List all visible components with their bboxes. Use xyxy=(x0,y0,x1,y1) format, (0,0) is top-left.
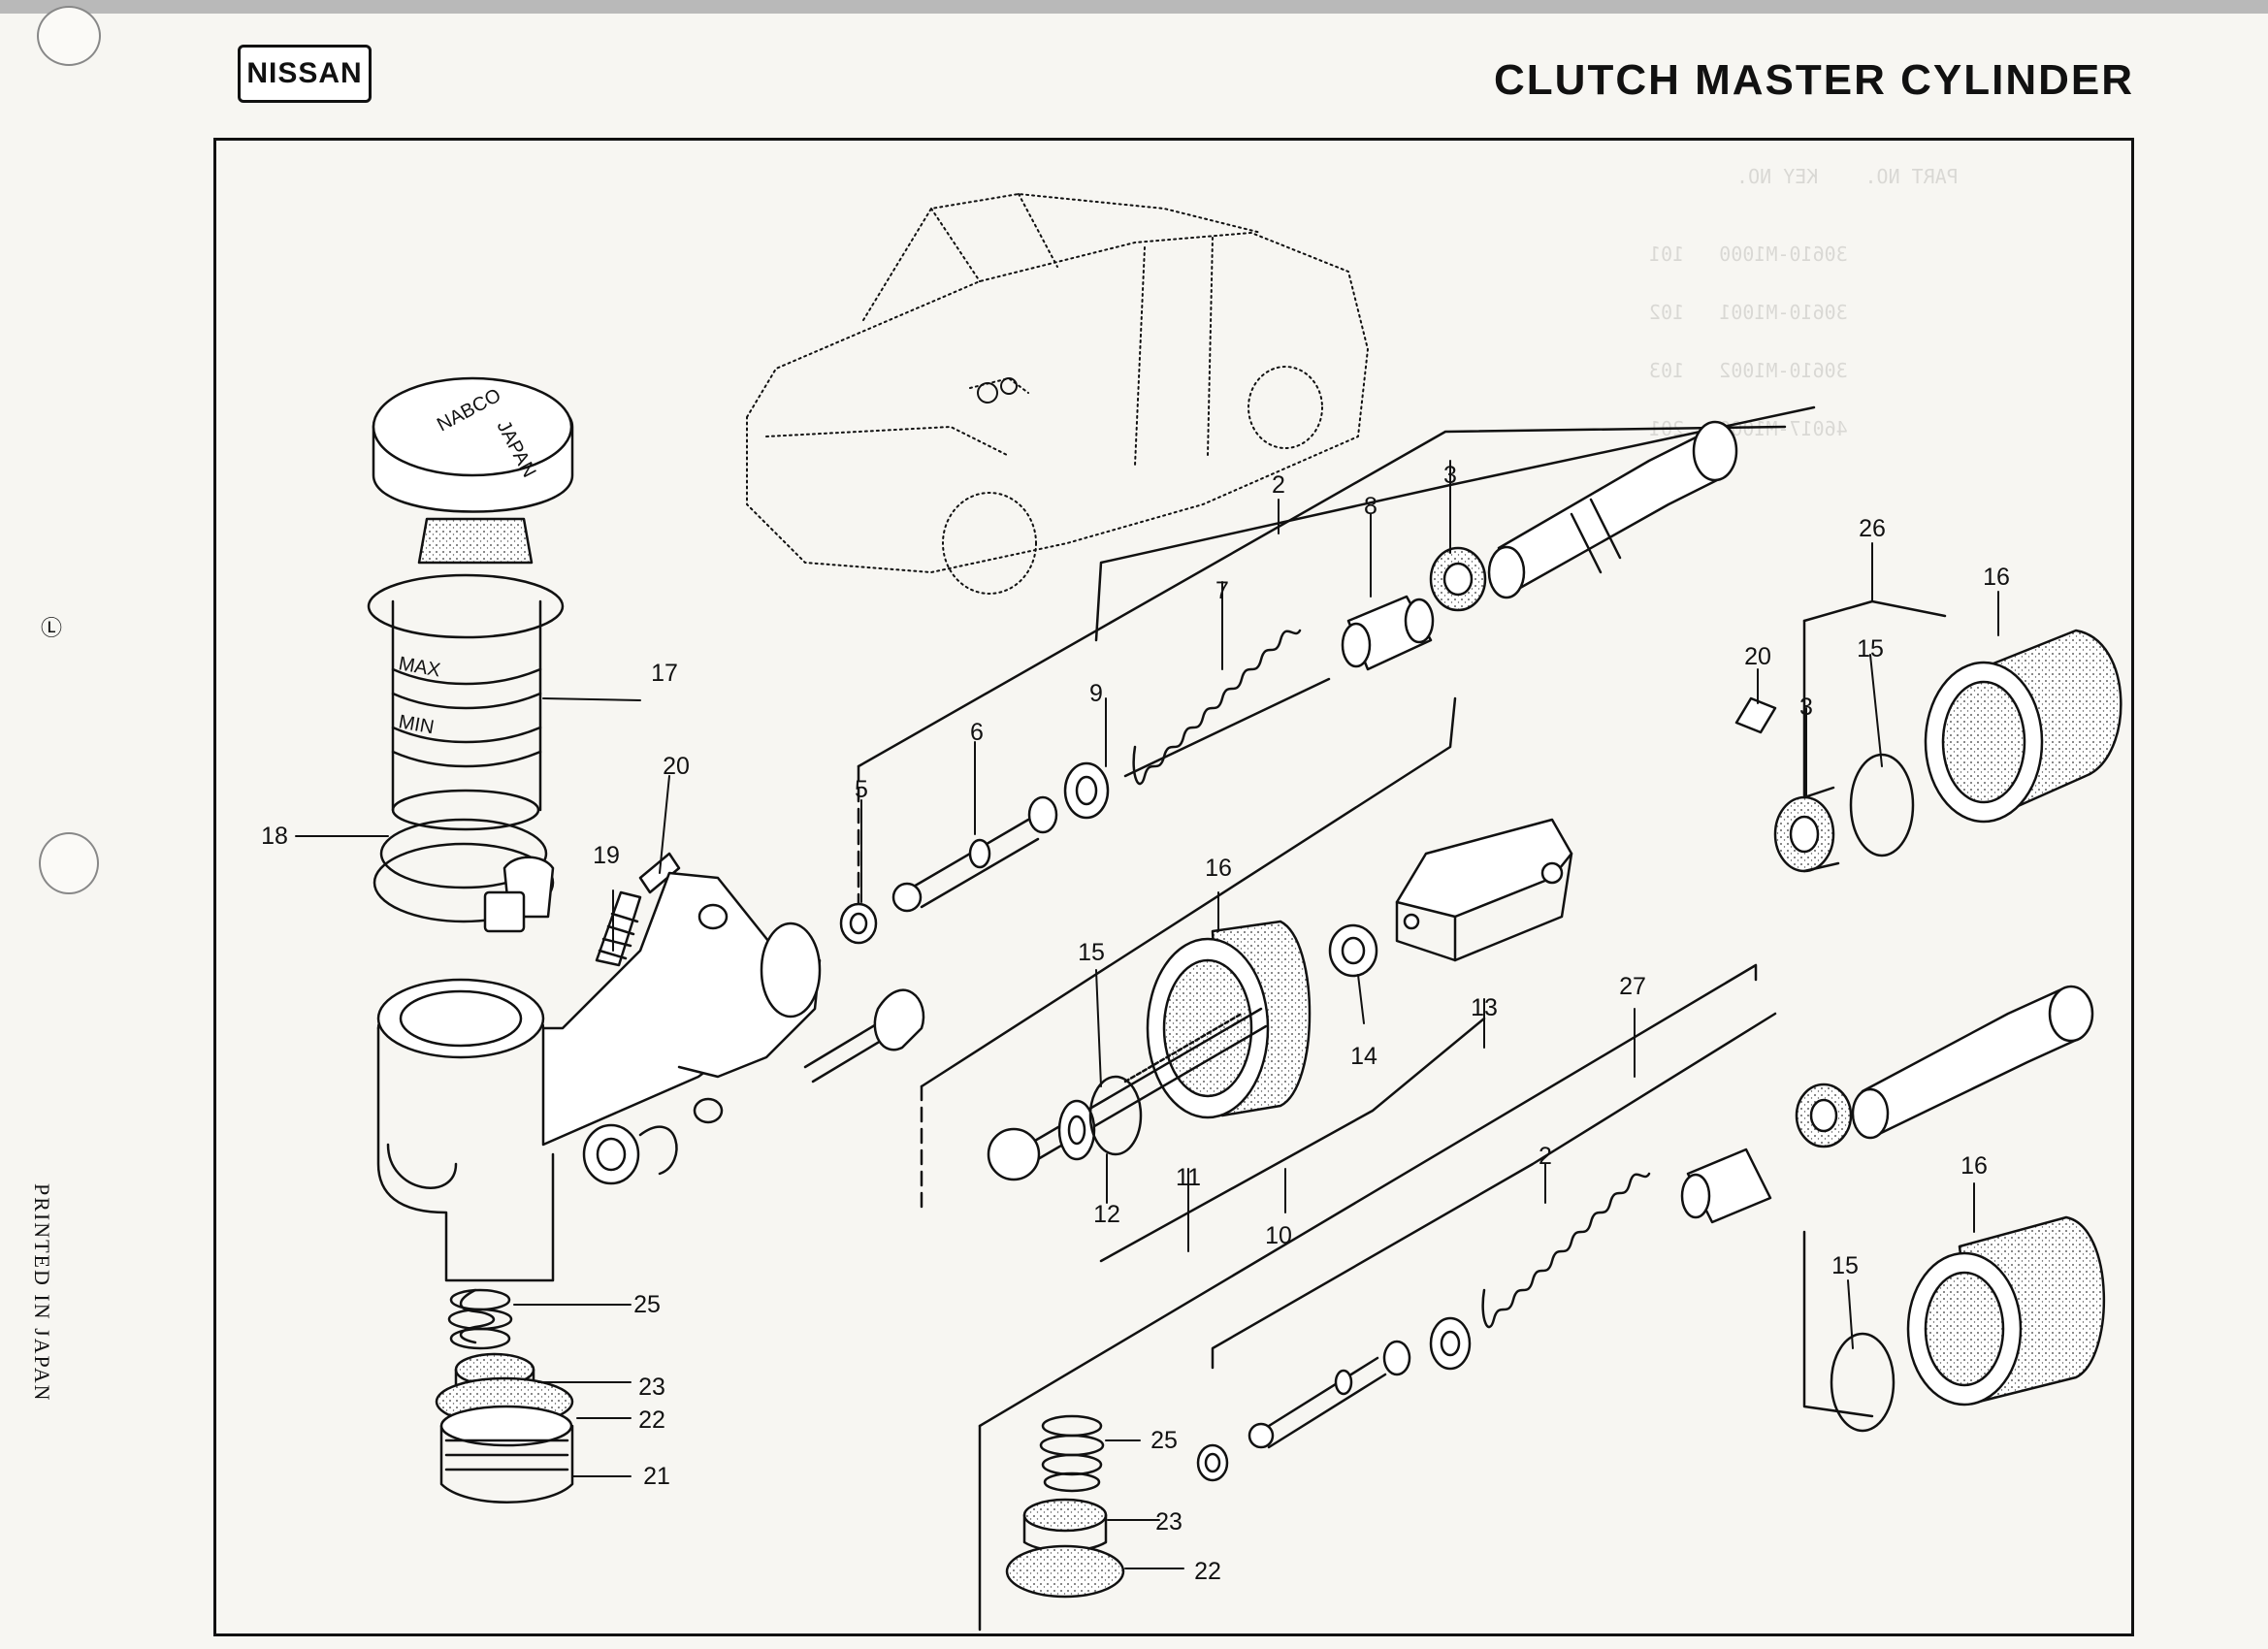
snap-ring-15-bottom xyxy=(1830,1332,1895,1433)
dust-boot-16-middle xyxy=(1146,920,1312,1119)
binder-hole-middle xyxy=(39,832,99,894)
callout-9: 9 xyxy=(1089,680,1103,707)
nissan-logo: NISSAN xyxy=(238,45,372,103)
reservoir-min-mark: MIN xyxy=(397,711,436,738)
plug-21 xyxy=(439,1405,574,1504)
piston-2-bottom xyxy=(1851,985,2094,1140)
hose-clamp-20 xyxy=(483,852,681,933)
callout-12: 12 xyxy=(1093,1201,1120,1228)
car-locator-sketch xyxy=(746,193,1369,595)
clevis-13 xyxy=(1395,818,1573,962)
callout-3-right: 3 xyxy=(1799,694,1813,721)
callout-22-bottom: 22 xyxy=(1194,1558,1221,1585)
reservoir-cap xyxy=(372,376,574,565)
callout-16-bottom: 16 xyxy=(1960,1152,1988,1180)
lock-nut-14 xyxy=(1328,923,1378,978)
leader-lines xyxy=(295,460,1999,1569)
callout-16-top-right: 16 xyxy=(1983,564,2010,591)
callout-23-left: 23 xyxy=(638,1374,665,1401)
dust-boot-16-right xyxy=(1924,629,2122,824)
spring-seat-9-bottom xyxy=(1429,1316,1472,1371)
piston-cup-3-right xyxy=(1773,786,1840,873)
gasket-22-bottom xyxy=(1005,1544,1125,1599)
dust-boot-16-bottom xyxy=(1906,1215,2105,1406)
callout-8: 8 xyxy=(1364,493,1377,520)
callout-13: 13 xyxy=(1471,994,1498,1021)
piston-cup-5-bottom xyxy=(1196,1443,1229,1482)
brand-text: NISSAN xyxy=(246,57,363,89)
page-mark: Ⓛ xyxy=(41,616,63,640)
callout-18: 18 xyxy=(261,823,288,850)
reservoir-body-17 xyxy=(367,573,565,923)
binder-hole-top xyxy=(37,6,101,66)
callout-25-bottom: 25 xyxy=(1150,1427,1178,1454)
diagram-frame xyxy=(213,138,2134,1636)
clamp-screw-19 xyxy=(595,890,642,967)
return-spring-7 xyxy=(1123,629,1331,786)
callout-21: 21 xyxy=(643,1463,670,1490)
callout-15-middle: 15 xyxy=(1078,939,1105,966)
callout-14: 14 xyxy=(1350,1043,1377,1070)
clip-20-right xyxy=(1734,696,1777,734)
bracket-line-middle xyxy=(920,696,1486,1263)
spring-25-bottom xyxy=(1039,1414,1105,1493)
outlet-nut xyxy=(582,1123,678,1185)
master-cylinder-body xyxy=(376,871,822,1282)
callout-7: 7 xyxy=(1215,577,1229,604)
spacer-8-bottom xyxy=(1680,1148,1772,1224)
primary-cup-3 xyxy=(1429,546,1487,612)
bracket-line-bottom xyxy=(978,963,1874,1632)
callout-20-right: 20 xyxy=(1744,643,1771,670)
callout-11: 11 xyxy=(1176,1164,1201,1191)
callout-labels: 2 8 3 7 9 6 5 26 16 15 20 3 17 18 20 19 … xyxy=(261,462,2010,1585)
callout-3-top: 3 xyxy=(1443,462,1457,489)
callout-19: 19 xyxy=(593,842,620,869)
callout-6: 6 xyxy=(970,719,984,746)
piston-2 xyxy=(1487,420,1738,599)
page-title: CLUTCH MASTER CYLINDER xyxy=(1494,56,2134,104)
valve-cup-23-bottom xyxy=(1022,1498,1108,1553)
callout-20-left: 20 xyxy=(663,753,690,780)
car-clutch-location-icon xyxy=(977,377,1018,404)
callout-2-top: 2 xyxy=(1272,471,1285,499)
piston-rod-6-bottom xyxy=(1247,1340,1411,1449)
piston-rod-6 xyxy=(891,795,1058,913)
callout-16-middle: 16 xyxy=(1205,855,1232,882)
callout-26: 26 xyxy=(1859,515,1886,542)
piston-cup-5 xyxy=(839,902,878,945)
callout-5: 5 xyxy=(855,776,868,803)
snap-ring-15-middle xyxy=(1088,1075,1143,1156)
callout-2-bottom: 2 xyxy=(1539,1143,1552,1170)
return-spring-7-bottom xyxy=(1481,1172,1651,1329)
callout-25-left: 25 xyxy=(633,1291,661,1318)
snap-ring-15-right xyxy=(1849,753,1915,857)
callout-27: 27 xyxy=(1619,973,1646,1000)
callout-22-left: 22 xyxy=(638,1406,665,1434)
scan-top-edge xyxy=(0,0,2268,14)
mounting-bolt xyxy=(803,988,925,1083)
spring-25-left xyxy=(447,1288,513,1350)
callout-15-top-right: 15 xyxy=(1857,635,1884,663)
primary-cup-3-bottom xyxy=(1795,1083,1853,1148)
callout-10: 10 xyxy=(1265,1222,1292,1249)
stopper-ring-12 xyxy=(1057,1099,1096,1161)
callout-17: 17 xyxy=(651,660,678,687)
reservoir-max-mark: MAX xyxy=(397,653,442,681)
spacer-8 xyxy=(1341,595,1435,671)
spring-seat-9 xyxy=(1063,761,1110,820)
callout-15-bottom: 15 xyxy=(1831,1252,1859,1279)
callout-23-bottom: 23 xyxy=(1155,1508,1183,1536)
